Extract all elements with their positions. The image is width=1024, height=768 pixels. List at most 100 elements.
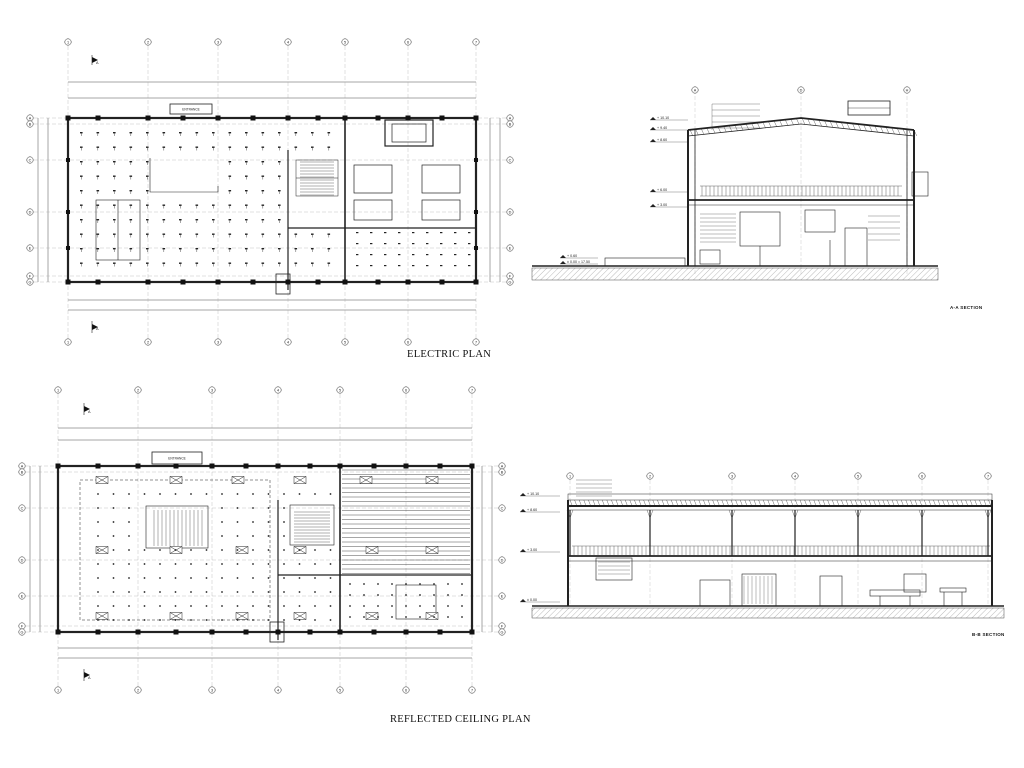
- grid-bubble: E: [18, 592, 26, 600]
- section-bb-annotations: [576, 479, 773, 604]
- downlight: [267, 563, 270, 565]
- grid-bubble: 3: [728, 472, 736, 480]
- light-fixture: [96, 233, 100, 235]
- grid-bubble: E: [506, 244, 514, 252]
- light-fixture: [80, 161, 83, 163]
- downlight: [283, 591, 285, 593]
- grid-bubble: 2: [646, 472, 654, 480]
- downlight: [128, 591, 130, 593]
- electric-plan-outer-wall: [66, 116, 478, 284]
- light-fixture: [195, 233, 199, 235]
- downlight: [349, 594, 351, 596]
- light-fixture: [228, 204, 232, 206]
- downlight: [391, 583, 393, 585]
- light-fixture: [146, 190, 149, 192]
- column: [437, 463, 443, 469]
- ceiling-plan-light-fixtures: [95, 476, 439, 620]
- grid-bubble: 5: [341, 338, 349, 346]
- downlight: [329, 563, 332, 565]
- light-fixture: [398, 232, 401, 234]
- downlight: [97, 493, 99, 495]
- grid-bubble-label: E: [29, 246, 32, 250]
- column: [473, 115, 479, 121]
- ceiling-light-panel: [169, 612, 183, 620]
- section-bb-roof-truss: [566, 499, 992, 556]
- downlight: [447, 583, 449, 585]
- column: [275, 629, 281, 635]
- ceiling-light-panel: [235, 546, 249, 554]
- grid-bubble: G: [506, 278, 514, 286]
- light-fixture: [179, 132, 182, 134]
- column: [337, 629, 343, 635]
- section-bb-caption: B-B SECTION: [972, 632, 1005, 637]
- light-fixture: [356, 232, 359, 234]
- grid-bubble-label: 5: [344, 40, 346, 44]
- grid-bubble: 4: [284, 38, 292, 46]
- light-fixture: [146, 132, 149, 134]
- light-fixture: [384, 265, 387, 267]
- light-fixture: [195, 262, 199, 264]
- downlight: [433, 605, 435, 607]
- light-fixture: [398, 243, 401, 245]
- level-mark-label: + 3.00: [527, 548, 537, 552]
- downlight: [236, 535, 239, 537]
- light-fixture: [212, 262, 215, 264]
- grid-bubble-label: 6: [407, 340, 409, 344]
- downlight: [349, 605, 351, 607]
- grid-bubble-label: B: [501, 470, 504, 474]
- light-fixture: [261, 262, 265, 264]
- downlight: [221, 549, 223, 551]
- grid-bubble: 4: [791, 472, 799, 480]
- downlight: [419, 605, 421, 607]
- column: [307, 463, 313, 469]
- column: [250, 115, 256, 121]
- light-fixture: [370, 265, 373, 267]
- light-fixture: [468, 243, 471, 245]
- downlight: [377, 583, 379, 585]
- light-fixture: [228, 248, 232, 250]
- downlight: [190, 577, 192, 579]
- downlight: [112, 521, 115, 523]
- downlight: [236, 507, 239, 509]
- column: [173, 629, 179, 635]
- column: [275, 463, 281, 469]
- ceiling-plan-outer-wall: [56, 464, 474, 634]
- downlight: [283, 605, 285, 607]
- downlight: [236, 549, 239, 551]
- light-fixture: [146, 161, 149, 163]
- downlight: [97, 549, 99, 551]
- light-fixture: [80, 190, 83, 192]
- column: [215, 115, 221, 121]
- downlight: [221, 591, 223, 593]
- grid-bubble-label: 1: [57, 388, 59, 392]
- grid-bubble: 2: [144, 38, 152, 46]
- grid-bubble-label: G: [21, 630, 24, 634]
- downlight: [252, 563, 254, 565]
- column: [135, 629, 141, 635]
- grid-bubble: 1: [64, 38, 72, 46]
- light-fixture: [228, 262, 232, 264]
- downlight: [97, 535, 99, 537]
- light-fixture: [146, 248, 149, 250]
- column: [403, 629, 409, 635]
- downlight: [298, 577, 301, 579]
- downlight: [252, 507, 254, 509]
- ceiling-light-panel: [425, 546, 439, 554]
- downlight: [391, 605, 393, 607]
- light-fixture: [96, 262, 100, 264]
- light-fixture: [426, 243, 429, 245]
- downlight: [433, 616, 435, 618]
- grid-bubble: 7: [472, 338, 480, 346]
- downlight: [143, 605, 146, 607]
- column: [405, 279, 411, 285]
- downlight: [267, 535, 270, 537]
- downlight: [405, 594, 407, 596]
- light-fixture: [179, 262, 182, 264]
- light-fixture: [80, 132, 83, 134]
- downlight: [221, 605, 223, 607]
- ceiling-plan-dimension-lines: [29, 427, 493, 659]
- downlight: [128, 521, 130, 523]
- grid-bubble-label: 2: [147, 340, 149, 344]
- light-fixture: [440, 254, 443, 256]
